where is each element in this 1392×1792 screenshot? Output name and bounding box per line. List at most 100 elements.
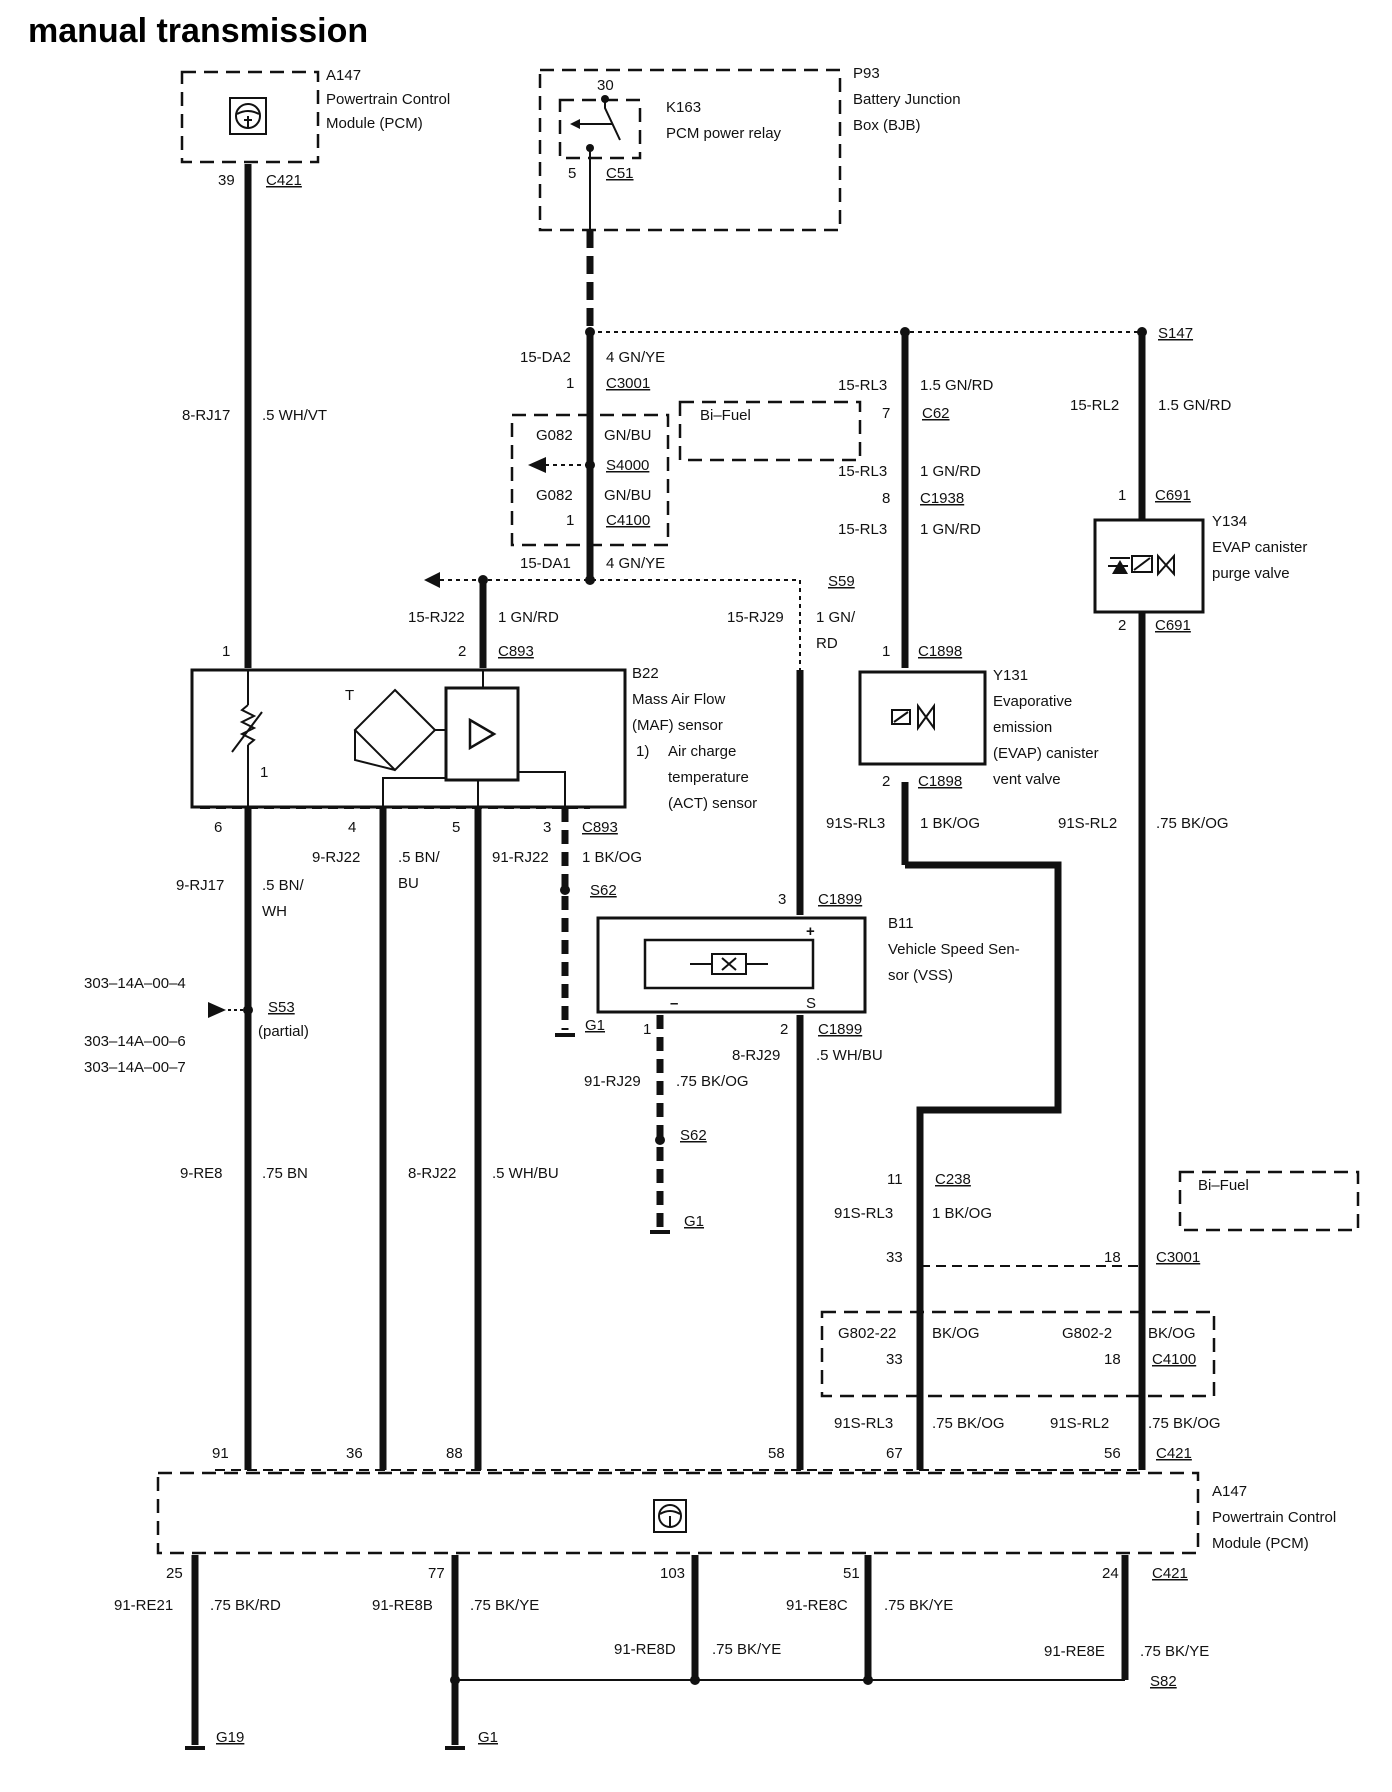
pcm-pin-67: 67 (886, 1445, 903, 1462)
spec-91-rj22: 1 BK/OG (582, 849, 642, 866)
pin-7: 7 (882, 405, 890, 422)
spec-15-rl3-c: 1 GN/RD (920, 521, 981, 538)
connector-c421-bottom: C421 (1152, 1565, 1188, 1582)
splice-s53: S53 (268, 999, 295, 1016)
bridge-icon: T (345, 687, 446, 772)
pcm-connector-c421: C421 (1156, 1445, 1192, 1462)
bkog-a: BK/OG (932, 1325, 980, 1342)
relay-connector: C51 (606, 165, 634, 182)
connector-c1938: C1938 (920, 490, 964, 507)
circuit-9-rj22: 9-RJ22 (312, 849, 360, 866)
maf-name-2: (MAF) sensor (632, 717, 723, 734)
spec-91-re8d: .75 BK/YE (712, 1641, 781, 1658)
center-trunk-labels: 15-DA2 4 GN/YE 1 C3001 G082 GN/BU S4000 … (510, 349, 670, 572)
circuit-15-rl3-a: 15-RL3 (838, 377, 887, 394)
pin-103: 103 (660, 1565, 685, 1582)
maf-pin-4: 4 (348, 819, 356, 836)
circuit-91-rj29: 91-RJ29 (584, 1073, 641, 1090)
connector-c691-top: C691 (1155, 487, 1191, 504)
pin-33-a: 33 (886, 1249, 903, 1266)
spec-91s-rl3-mid: 1 BK/OG (932, 1205, 992, 1222)
circuit-15-rl2: 15-RL2 (1070, 397, 1119, 414)
splice-s82: S82 (1150, 1673, 1177, 1690)
steering-wheel-icon (235, 103, 261, 129)
ground-g1-a: G1 (585, 1017, 605, 1034)
connector-c4100: C4100 (606, 512, 650, 529)
circuit-8-rj22: 8-RJ22 (408, 1165, 456, 1182)
spec-8-rj22: .5 WH/BU (492, 1165, 559, 1182)
purge-valve-y134: Y134 EVAP canister purge valve (1093, 513, 1307, 614)
bjb-name-1: Battery Junction (853, 91, 961, 108)
y134-id: Y134 (1212, 513, 1247, 530)
pcm-top-connector: C421 (266, 172, 302, 189)
circuit-91s-rl3-bottom: 91S-RL3 (834, 1415, 893, 1432)
maf-id: B22 (632, 665, 659, 682)
g802-22: G802-22 (838, 1325, 896, 1342)
relay-pin-30: 30 (597, 77, 614, 94)
pcm-top-pin: 39 (218, 172, 235, 189)
vss-id: B11 (888, 915, 914, 932)
spec-15-rl3-b: 1 GN/RD (920, 463, 981, 480)
lower-left-labels: 9-RJ17 .5 BN/ WH 9-RJ22 .5 BN/ BU 91-RJ2… (84, 849, 642, 1182)
pcm-pin-58: 58 (768, 1445, 785, 1462)
spec-15-rj22: 1 GN/RD (498, 609, 559, 626)
pin-c691-2: 2 (1118, 617, 1126, 634)
circuit-91s-rl2-bottom: 91S-RL2 (1050, 1415, 1109, 1432)
vss-pin-1: 1 (643, 1021, 651, 1038)
spec-9-rj22-1: .5 BN/ (398, 849, 441, 866)
ground-g1-bottom: G1 (478, 1729, 498, 1746)
relay-id: K163 (666, 99, 701, 116)
connector-c3001-b: C3001 (1156, 1249, 1200, 1266)
c238-group: 11 C238 91S-RL3 1 BK/OG 33 18 C3001 Bi–F… (834, 1170, 1360, 1267)
splice-s62-a: S62 (590, 882, 617, 899)
spec-9-re8: .75 BN (262, 1165, 308, 1182)
y134-name-1: EVAP canister (1212, 539, 1307, 556)
spec-15-rj29-2: RD (816, 635, 838, 652)
pcm-bottom-name-2: Module (PCM) (1212, 1535, 1309, 1552)
g082-b: G082 (536, 487, 573, 504)
maf-pin-2: 2 (458, 643, 466, 660)
pin-77: 77 (428, 1565, 445, 1582)
circuit-15-rl3-b: 15-RL3 (838, 463, 887, 480)
y131-connector-bottom: C1898 (918, 773, 962, 790)
y131-id: Y131 (993, 667, 1028, 684)
vss-name-1: Vehicle Speed Sen- (888, 941, 1020, 958)
circuit-91-re8e: 91-RE8E (1044, 1643, 1105, 1660)
spec-91-re21: .75 BK/RD (210, 1597, 281, 1614)
pcm-top-name-2: Module (PCM) (326, 115, 423, 132)
wires (191, 160, 1147, 1745)
pcm-bottom-name-1: Powertrain Control (1212, 1509, 1336, 1526)
pcm-bottom-id: A147 (1212, 1483, 1247, 1500)
vss-splice-s62: S62 (680, 1127, 707, 1144)
vehicle-speed-sensor-b11: 3 C1899 B11 Vehicle Speed Sen- sor (VSS)… (584, 891, 1020, 1234)
arrow-left-icon (528, 457, 546, 473)
gnbu-b: GN/BU (604, 487, 652, 504)
y131-name-3: (EVAP) canister (993, 745, 1099, 762)
spec-91-re8e: .75 BK/YE (1140, 1643, 1209, 1660)
gnbu-a: GN/BU (604, 427, 652, 444)
spec-91s-rl2-top: .75 BK/OG (1156, 815, 1229, 832)
spec-91s-rl3-top: 1 BK/OG (920, 815, 980, 832)
pcm-top-name-1: Powertrain Control (326, 91, 450, 108)
ref-303-6: 303–14A–00–6 (84, 1033, 186, 1050)
pin-18-a: 18 (1104, 1249, 1121, 1266)
y131-name-4: vent valve (993, 771, 1061, 788)
pcm-top-id: A147 (326, 67, 361, 84)
vss-pin-2: 2 (780, 1021, 788, 1038)
sensor-coil-icon (690, 953, 768, 975)
maf-connector-top: C893 (498, 643, 534, 660)
pin-11: 11 (887, 1171, 903, 1188)
relay-pin-5: 5 (568, 165, 576, 182)
circuit-15-da2: 15-DA2 (520, 349, 571, 366)
spec-91-re8c: .75 BK/YE (884, 1597, 953, 1614)
bifuel-label-upper: Bi–Fuel (700, 407, 751, 424)
spec-15-rl3-a: 1.5 GN/RD (920, 377, 994, 394)
pin-c4100: 1 (566, 512, 574, 529)
pcm-top-module: A147 Powertrain Control Module (PCM) 39 … (180, 67, 450, 189)
ground-g19: G19 (216, 1729, 244, 1746)
spec-8-rj17: .5 WH/VT (262, 407, 327, 424)
bjb-name-2: Box (BJB) (853, 117, 921, 134)
spec-91-re8b: .75 BK/YE (470, 1597, 539, 1614)
rl3-branch-labels: 15-RL3 1.5 GN/RD 7 C62 15-RL3 1 GN/RD 8 … (838, 377, 994, 538)
circuit-91-re21: 91-RE21 (114, 1597, 173, 1614)
